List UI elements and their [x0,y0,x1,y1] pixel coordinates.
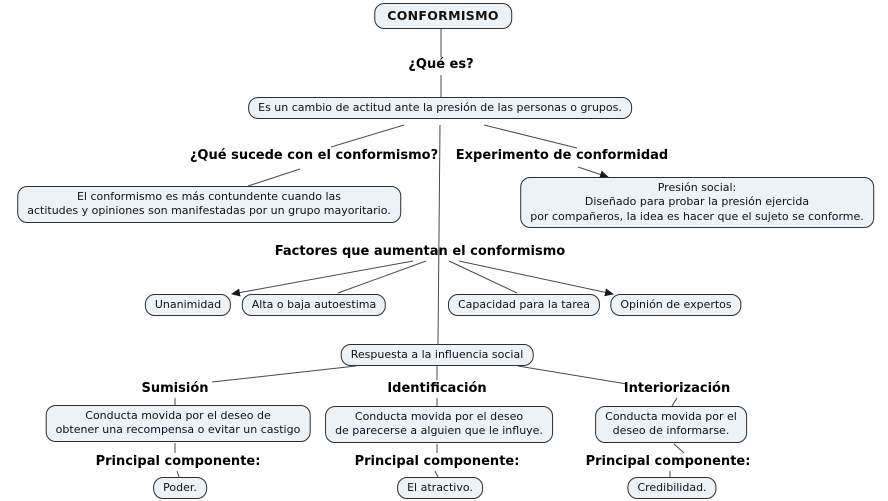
node-text-line: de parecerse a alguien que le influye. [335,424,543,438]
node-text-line: Conducta movida por el [605,410,737,423]
node-definicion[interactable]: Es un cambio de actitud ante la presión … [248,97,632,120]
link-label-interiorizacion[interactable]: Interiorización [623,381,731,396]
node-text-line: obtener una recompensa o evitar un casti… [55,423,301,437]
node-poder[interactable]: Poder. [153,477,207,500]
node-text-line: Diseñado para probar la presión ejercida [584,195,810,209]
node-text-line: deseo de informarse. [612,424,730,438]
node-presion-social[interactable]: Presión social: Diseñado para probar la … [520,177,874,228]
connector-pc-poder [176,470,180,478]
node-conformismo[interactable]: CONFORMISMO [374,3,512,30]
node-atractivo[interactable]: El atractivo. [397,477,483,500]
node-identificacion-desc[interactable]: Conducta movida por el deseo de parecers… [325,406,553,443]
connector-interiorizaciondesc-pc [673,443,685,454]
node-respuesta[interactable]: Respuesta a la influencia social [340,344,534,367]
connector-definicion-experimento [483,124,578,149]
node-text-line: El conformismo es más contundente cuando… [76,190,342,203]
node-grupo-mayoritario[interactable]: El conformismo es más contundente cuando… [17,186,401,223]
node-unanimidad[interactable]: Unanimidad [144,294,232,317]
connector-respuesta-sumision [211,365,357,383]
link-label-que-sucede[interactable]: ¿Qué sucede con el conformismo? [189,148,439,163]
link-label-factores[interactable]: Factores que aumentan el conformismo [274,244,566,259]
connector-center-spine [437,124,441,345]
link-label-principal-componente-interiorizacion[interactable]: Principal componente: [585,454,751,469]
node-text-line: Presión social: [657,181,737,194]
connector-pc-atractivo [434,470,439,478]
connector-experimento-presion [577,166,609,179]
connector-factores-autoestima [337,260,427,294]
node-text-line: Conducta movida por el deseo de [85,409,271,422]
connector-factores-unanimidad [231,260,414,297]
link-label-principal-componente-sumision[interactable]: Principal componente: [95,454,261,469]
node-credibilidad[interactable]: Credibilidad. [627,477,717,500]
node-text-line: Conducta movida por el deseo [354,410,524,423]
node-expertos[interactable]: Opinión de expertos [610,294,742,317]
link-label-sumision[interactable]: Sumisión [141,381,209,396]
connector-factores-capacidad [448,260,518,294]
node-text-line: por compañeros, la idea es hacer que el … [530,209,864,223]
node-capacidad[interactable]: Capacidad para la tarea [447,294,601,317]
connector-definicion-quesucede [330,124,405,148]
connector-respuesta-interiorizacion [517,365,628,385]
connector-interiorizacion-desc [671,397,678,407]
node-text-line: actitudes y opiniones son manifestadas p… [27,204,391,218]
connector-factores-expertos [458,260,614,297]
node-sumision-desc[interactable]: Conducta movida por el deseo de obtener … [45,405,311,442]
connector-quesucede-grupo [247,168,301,187]
link-label-que-es[interactable]: ¿Qué es? [408,57,474,72]
node-autoestima[interactable]: Alta o baja autoestima [241,294,387,317]
link-label-identificacion[interactable]: Identificación [387,381,487,396]
link-label-experimento[interactable]: Experimento de conformidad [455,148,669,163]
link-label-principal-componente-identificacion[interactable]: Principal componente: [354,454,520,469]
node-interiorizacion-desc[interactable]: Conducta movida por el deseo de informar… [595,406,747,443]
